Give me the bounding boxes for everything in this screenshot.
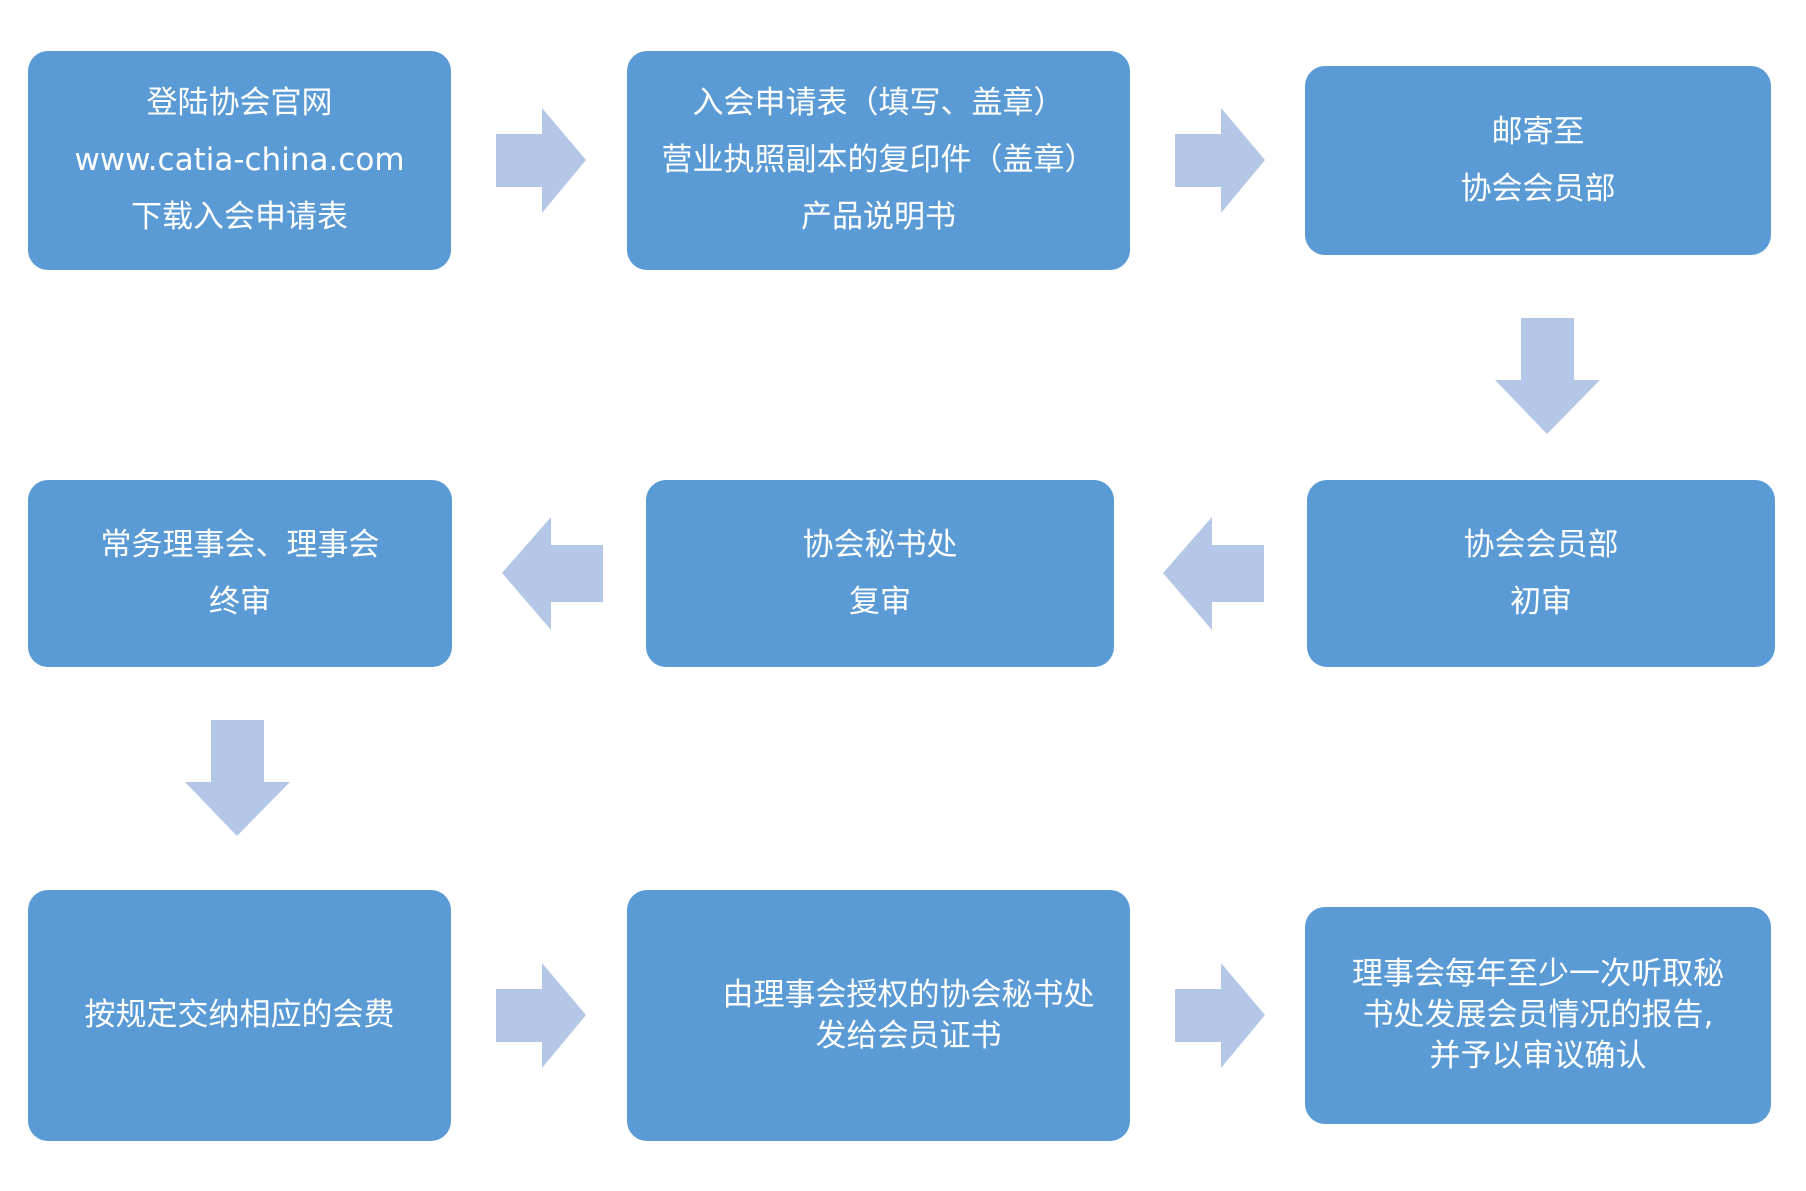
arrow-right-icon <box>496 963 586 1068</box>
step-3-mail-box: 邮寄至 协会会员部 <box>1305 66 1771 255</box>
step-8-line-1: 由理事会授权的协会秘书处 <box>722 976 1095 1013</box>
step-2-line-1: 入会申请表（填写、盖章） <box>692 85 1065 121</box>
step-9-line-3: 并予以审议确认 <box>1429 1038 1647 1074</box>
step-1-download-form-box: 登陆协会官网 www.catia-china.com 下载入会申请表 <box>28 51 451 270</box>
step-9-line-2: 书处发展会员情况的报告, <box>1362 997 1714 1033</box>
step-1-line-2: www.catia-china.com <box>74 142 405 178</box>
arrow-right-icon <box>1175 963 1265 1068</box>
arrow-right-icon <box>496 108 586 213</box>
step-9-line-1: 理事会每年至少一次听取秘 <box>1352 956 1724 992</box>
step-5-line-1: 协会秘书处 <box>802 526 958 563</box>
step-5-line-2: 复审 <box>849 583 911 620</box>
arrow-left-icon <box>502 517 603 630</box>
step-6-final-review-box: 常务理事会、理事会 终审 <box>28 480 452 667</box>
arrow-left-icon <box>1163 517 1264 630</box>
step-8-line-2: 发给会员证书 <box>815 1017 1002 1054</box>
step-4-line-2: 初审 <box>1510 583 1572 620</box>
arrow-right-icon <box>1175 108 1265 213</box>
arrow-down-icon <box>185 720 290 836</box>
step-3-line-2: 协会会员部 <box>1460 170 1616 207</box>
step-2-line-3: 产品说明书 <box>801 199 956 235</box>
step-8-issue-certificate-box: 由理事会授权的协会秘书处 发给会员证书 <box>627 890 1130 1141</box>
step-9-annual-report-box: 理事会每年至少一次听取秘 书处发展会员情况的报告, 并予以审议确认 <box>1305 907 1771 1124</box>
step-1-line-1: 登陆协会官网 <box>146 85 333 121</box>
step-2-application-materials-box: 入会申请表（填写、盖章） 营业执照副本的复印件（盖章） 产品说明书 <box>627 51 1130 270</box>
step-5-secretariat-review-box: 协会秘书处 复审 <box>646 480 1114 667</box>
step-6-line-1: 常务理事会、理事会 <box>100 526 380 563</box>
step-7-pay-fee-box: 按规定交纳相应的会费 <box>28 890 451 1141</box>
step-4-line-1: 协会会员部 <box>1463 526 1619 563</box>
step-1-line-3: 下载入会申请表 <box>131 199 348 235</box>
step-7-line-1: 按规定交纳相应的会费 <box>84 997 395 1033</box>
step-4-member-dept-review-box: 协会会员部 初审 <box>1307 480 1775 667</box>
arrow-down-icon <box>1495 318 1600 434</box>
step-2-line-2: 营业执照副本的复印件（盖章） <box>661 142 1096 178</box>
step-6-line-2: 终审 <box>209 583 271 620</box>
step-3-line-1: 邮寄至 <box>1491 113 1585 150</box>
